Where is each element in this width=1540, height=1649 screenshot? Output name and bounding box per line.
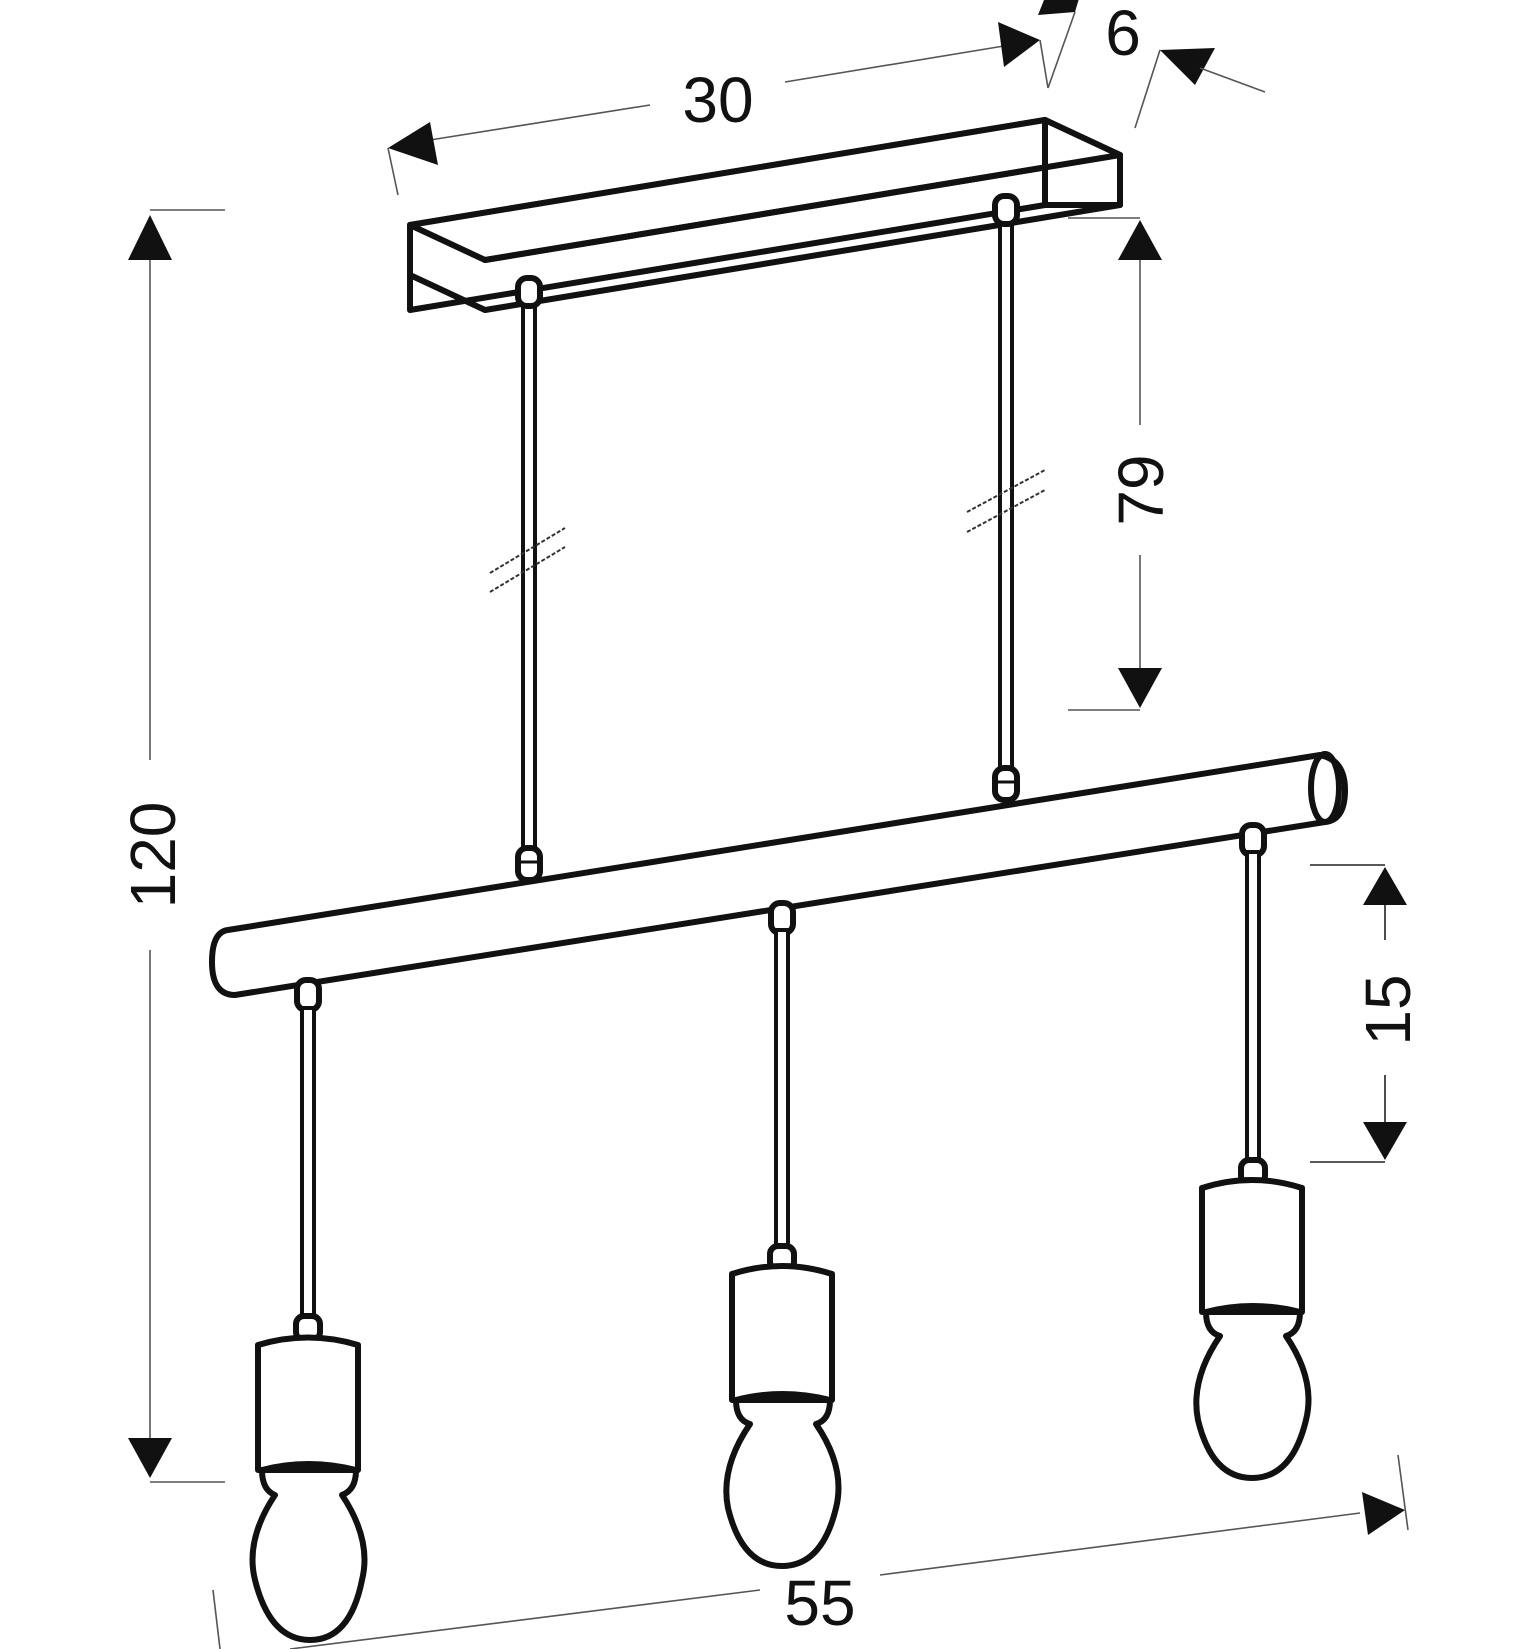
dimension-label-pendant-drop: 15: [1352, 974, 1424, 1045]
dimension-label-total-width: 55: [784, 1567, 855, 1639]
canopy: [407, 117, 1123, 313]
pendant-middle: [723, 900, 842, 1569]
pendant-right: [1193, 822, 1312, 1481]
dimension-label-canopy-length: 30: [682, 64, 753, 136]
dimension-label-cable-length: 79: [1105, 454, 1177, 525]
dimension-canopy-length: [387, 22, 1049, 196]
dimension-total-width: [212, 1454, 1409, 1649]
suspension-cable-right: [992, 193, 1020, 803]
suspension-cable-left: [515, 275, 543, 883]
pendant-left: [249, 977, 368, 1643]
dimension-pendant-drop: [1310, 864, 1407, 1163]
dimension-label-canopy-depth: 6: [1105, 0, 1141, 69]
dimension-label-total-height: 120: [117, 802, 189, 909]
dimension-canopy-depth: [1038, 0, 1266, 129]
cable-break-marks: [489, 469, 1046, 593]
tube-bar: [209, 751, 1348, 998]
dimension-total-height: [128, 209, 225, 1483]
dimension-cable-length: [1068, 217, 1162, 711]
